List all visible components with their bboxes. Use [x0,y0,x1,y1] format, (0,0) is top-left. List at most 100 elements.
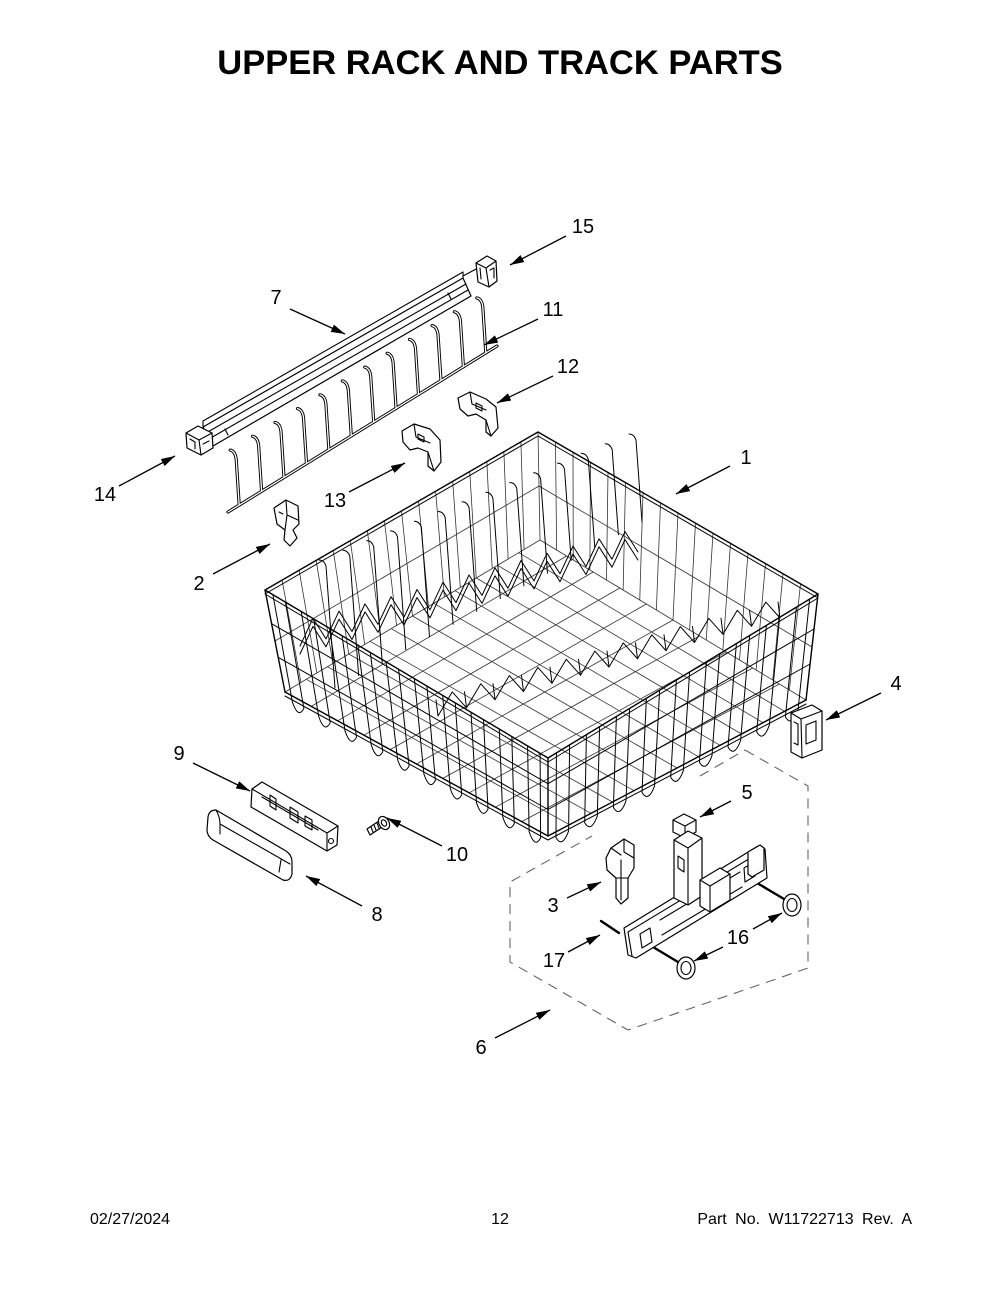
leader-arrow-11 [483,318,539,346]
part-6-track-assembly [623,830,786,964]
rack-front-wire-loop [784,598,811,722]
rack-folding-tine-row [299,531,639,647]
rack-peg [720,617,724,635]
rack-front-wire-loop [698,653,721,767]
rack-corner-post [805,593,819,701]
rack-front-wire-loop [413,678,436,786]
rack-tall-tine [342,549,360,676]
rack-floor-wire [416,619,674,765]
leader-arrow-2 [212,543,271,575]
rack-corner-post [264,589,286,693]
leader-arrow-17 [567,934,601,953]
leader-arrow-12 [496,375,554,404]
tine [386,352,397,409]
rack-tall-tine [580,452,596,548]
rack-peg [521,675,524,692]
rack-peg [606,650,610,668]
tine [341,380,352,437]
leader-arrow-1 [675,465,731,495]
rack-front-wire-loop [727,635,751,752]
callout-3: 3 [547,895,558,917]
rack-front-wire-loop [329,627,357,742]
rack-front-wire-loop [385,661,410,771]
tine [364,366,375,423]
part-13-clip [401,423,442,472]
rack-front-wire-loop [641,689,661,797]
tine [274,421,285,479]
rack-peg [578,658,581,676]
part-16-wheel-right [782,893,802,917]
callout-5: 5 [741,782,752,804]
rack-floor-wire [494,667,754,808]
callout-labels: 1 2 3 4 5 6 7 8 9 10 11 12 13 14 15 16 1… [94,216,902,1059]
part-1-upper-rack [264,431,819,843]
rack-floor-wire [337,571,594,722]
rack-front-wire-loop [300,611,331,728]
rack-tall-tine [557,462,572,561]
rack-peg [435,699,439,717]
rack-peg [749,609,752,627]
tine [453,311,465,368]
part-9-handle [250,781,339,852]
rack-front-wire-loop [357,644,384,757]
callout-9: 9 [173,743,184,765]
rack-front-wire-loop [670,671,691,782]
part-16-wheel-left [676,956,696,980]
rack-peg [777,601,781,619]
tine [251,435,263,492]
leader-arrow-5 [699,800,732,818]
part-17-pin [599,919,621,935]
part-15-right-end-cap [475,255,498,288]
rack-front-wire-loop [498,728,515,829]
rack-top-rim [264,431,819,759]
track-assembly-outline [509,749,809,1031]
rack-front-wire-loop [584,726,601,828]
rack-peg [492,683,496,701]
leader-arrow-8 [305,875,363,907]
leader-arrow-6 [494,1009,551,1039]
tine [229,449,240,506]
rack-tall-tine [533,472,548,574]
rack-front-wire-loop [272,594,305,714]
rack-floor-wire [442,635,700,779]
callout-10: 10 [446,844,468,866]
callout-7: 7 [270,287,281,309]
rack-peg [464,691,467,709]
part-8-handle-cover [206,809,293,881]
rack-floor-wire [389,603,647,750]
leader-arrow-15 [509,235,567,266]
rack-front-wire-loop [756,616,781,737]
rack-front-mid-rim [271,623,815,785]
callout-8: 8 [371,904,382,926]
rack-tall-tine [318,559,336,689]
leader-arrow-14 [118,455,176,487]
tine [431,324,442,382]
rack-front-wire-loop [442,695,463,800]
part-3-clip [605,838,635,905]
rack-folding-tine-row [437,601,781,717]
callout-1: 1 [740,447,751,469]
rack-peg [692,626,695,643]
rack-bottom-rim-inner [284,695,807,841]
rack-front-wire-loop [470,711,489,814]
callout-17: 17 [543,950,565,972]
rack-tall-tine [604,443,619,536]
callout-11: 11 [543,299,564,321]
page-footer: 02/27/2024 12 Part No. W11722713 Rev. A [90,1211,912,1228]
footer-page-number: 12 [491,1211,509,1228]
leader-arrow-7 [289,308,346,335]
rack-tall-tine [509,482,525,587]
page-title: UPPER RACK AND TRACK PARTS [217,44,782,82]
rack-front-wire-loop [527,745,542,843]
rack-tall-tine [413,520,430,638]
tine [476,297,487,354]
callout-2: 2 [193,573,204,595]
leader-arrow-16b [693,946,724,962]
leader-arrows [118,235,882,1039]
rack-front-wire-loop [555,744,571,843]
rack-peg [663,634,667,652]
footer-date: 02/27/2024 [90,1211,170,1228]
tine-base-wire [227,345,498,513]
